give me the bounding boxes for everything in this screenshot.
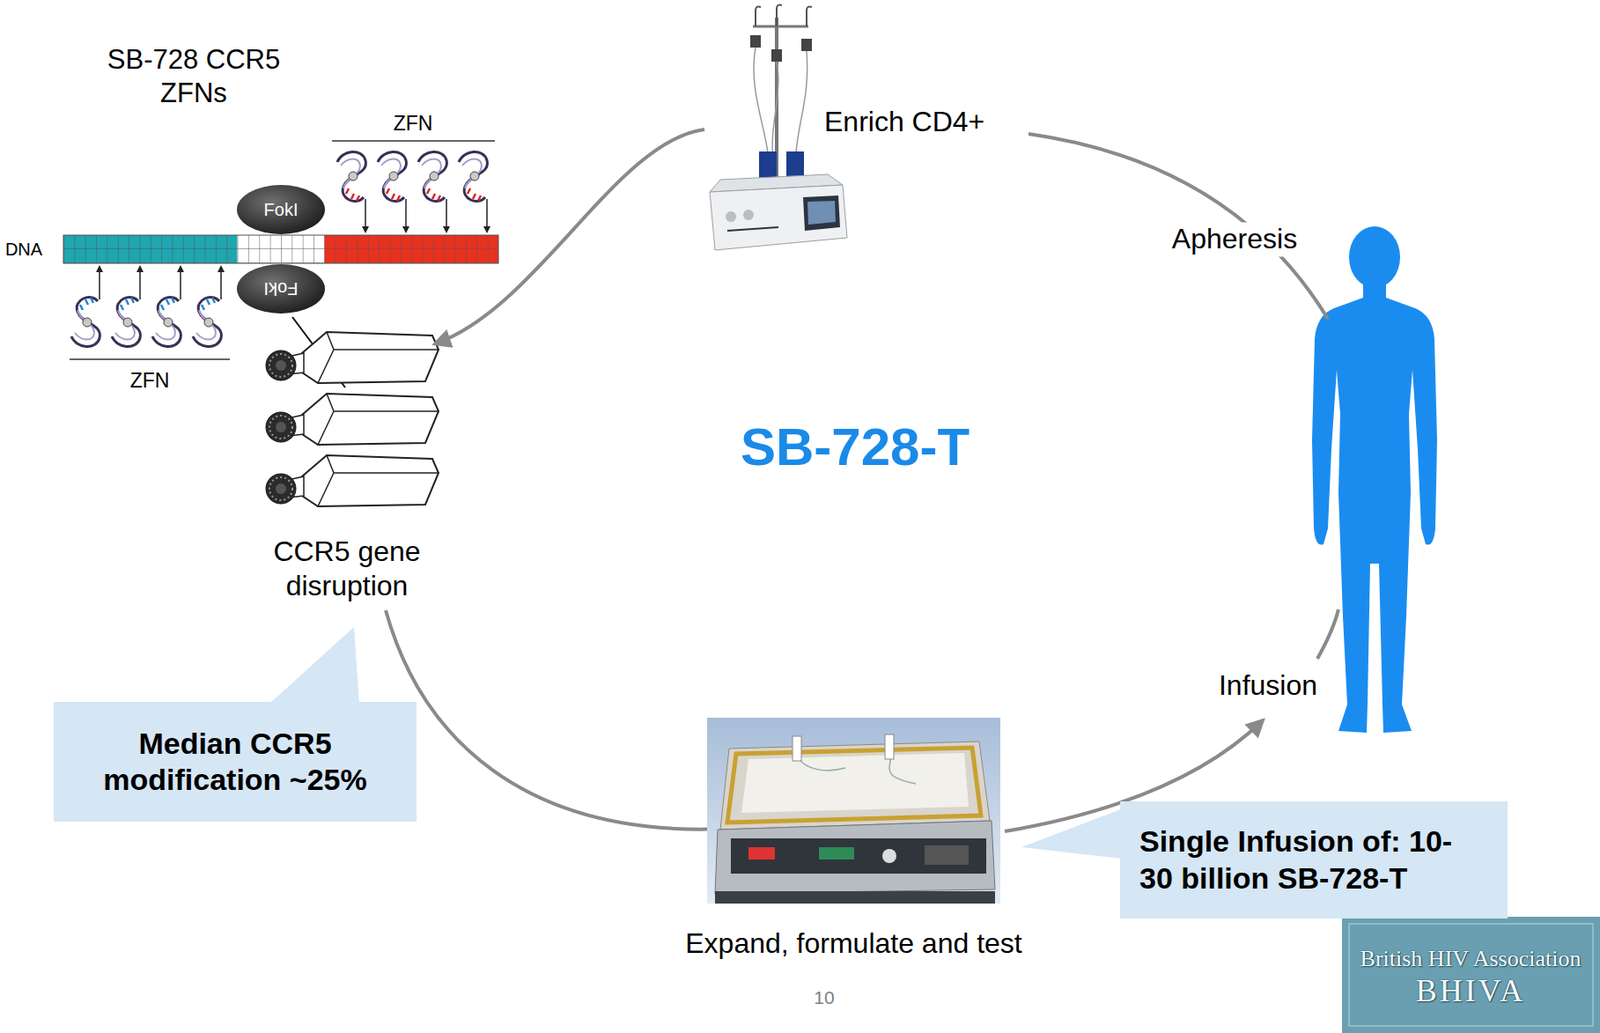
diagram-title: SB-728-T: [740, 414, 970, 480]
flask-edge: [317, 393, 439, 445]
part-name: ZFN: [130, 368, 170, 393]
step-node: CCR5 gene disruption: [258, 326, 436, 611]
flask-body: [302, 331, 439, 384]
zinc-finger: [377, 151, 410, 234]
page-number: 10: [813, 986, 834, 1010]
zinc-finger: [337, 151, 369, 234]
machine-clamp: [750, 35, 761, 48]
callout-pointer: [268, 626, 360, 705]
flask-cap: [265, 412, 296, 443]
bag-clip: [792, 736, 802, 761]
foki-domain: [236, 184, 325, 235]
callout-box: Median CCR5 modification ~25%: [53, 701, 417, 822]
step-label: Infusion: [1213, 668, 1323, 703]
node-text: Single Infusion of: 10-30 billion SB-728…: [1139, 823, 1468, 897]
patient-head: [1349, 226, 1401, 288]
machine-line: [727, 227, 779, 231]
machine-body: [709, 184, 848, 251]
zinc-finger: [192, 265, 225, 347]
flow-arrow: [385, 610, 708, 830]
logo-ground: [1341, 916, 1600, 1033]
logo-text: British HIV Association: [1360, 944, 1582, 974]
flask-cap: [265, 350, 296, 381]
flask: [265, 393, 439, 445]
photo-shadow: [715, 891, 996, 904]
zinc-finger: [418, 151, 450, 234]
cap-center: [275, 483, 287, 495]
panel-display: [748, 847, 775, 860]
machine-display: [807, 200, 836, 225]
cap-ridge: [269, 477, 293, 501]
flask-body: [302, 393, 439, 445]
logo-frame: [1349, 923, 1593, 1026]
machine-clamp: [801, 38, 812, 52]
part-name: DNA: [5, 238, 43, 260]
panel-switch: [924, 845, 969, 865]
dna-grid: [63, 235, 499, 264]
flask-cap: [265, 473, 296, 504]
cycle-arc: [1317, 609, 1339, 659]
machine-hook: [755, 5, 812, 28]
zinc-finger: [71, 265, 104, 347]
incubator-photo: [707, 717, 1001, 904]
bag-clip: [884, 734, 894, 760]
rocker-tray: [720, 741, 990, 830]
part-name: ZFN: [393, 110, 434, 136]
zinc-finger: [458, 151, 491, 234]
flask-edge: [317, 455, 439, 507]
step-label: Apheresis: [1166, 221, 1303, 257]
patient-body: [1312, 297, 1438, 733]
step-node: Expand, formulate and test: [707, 717, 1001, 904]
domain-name: FokI: [264, 278, 299, 300]
tray-rim: [727, 747, 981, 823]
domain-name: FokI: [264, 199, 299, 221]
flask-body: [302, 455, 439, 507]
node-text: Expand, formulate and test: [685, 926, 1022, 961]
rocker-base: [715, 820, 996, 894]
machine-button: [743, 209, 754, 221]
machine-button: [725, 211, 737, 222]
flask: [265, 455, 439, 507]
machine-tube: [753, 47, 808, 168]
callout-box: Single Infusion of: 10-30 billion SB-728…: [1120, 801, 1508, 919]
zfn-bracket: [331, 140, 495, 142]
machine-screen: [803, 195, 841, 231]
machine-bar: [752, 25, 809, 29]
flask: [265, 331, 439, 384]
panel-dial: [882, 848, 897, 863]
control-panel: [730, 838, 987, 874]
callout-pointer: [1021, 808, 1123, 859]
zfn-bracket: [69, 358, 230, 361]
cap-center: [275, 360, 287, 371]
foki-domain: [236, 264, 325, 314]
cycle-arc: [1028, 133, 1328, 319]
logo-text: BHIVA: [1415, 972, 1526, 1011]
part-name: SB-728 CCR5 ZFNs: [105, 43, 282, 111]
machine-clamp: [771, 49, 782, 62]
zinc-finger: [111, 265, 144, 347]
node-text: Median CCR5 modification ~25%: [85, 725, 385, 799]
step-node: Enrich CD4+: [704, 5, 1013, 251]
cap-ridge: [269, 353, 293, 377]
cap-ridge: [269, 415, 293, 439]
panel-display: [818, 847, 855, 860]
flow-arrow: [435, 129, 705, 344]
zinc-finger: [152, 265, 185, 347]
photo-ground: [707, 717, 1001, 904]
bag-tube: [796, 741, 916, 784]
node-text: Enrich CD4+: [824, 104, 985, 140]
cap-center: [275, 421, 287, 433]
node-text: CCR5 gene disruption: [258, 534, 436, 604]
flask-edge: [317, 331, 439, 384]
culture-bag: [741, 752, 969, 813]
